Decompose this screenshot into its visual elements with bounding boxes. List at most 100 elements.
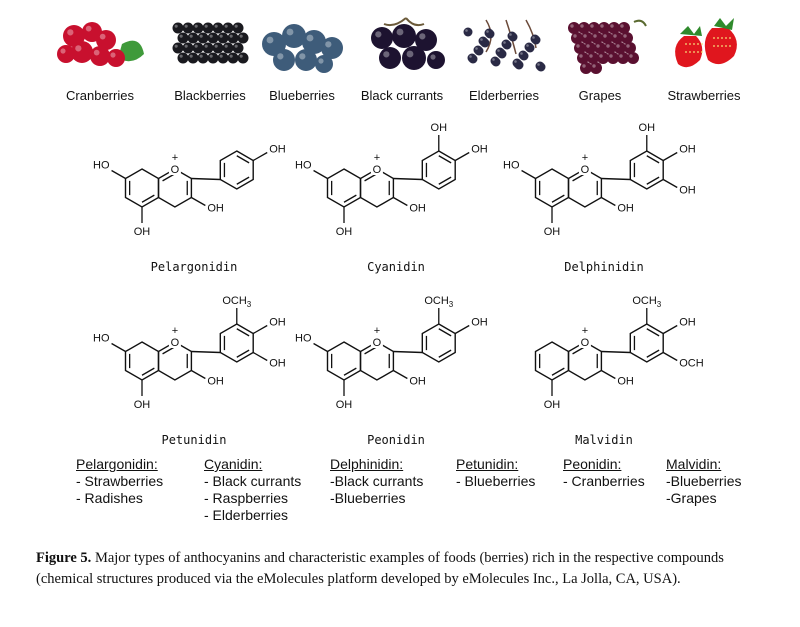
atom-label: HO bbox=[503, 160, 520, 172]
food-source-heading: Petunidin: bbox=[456, 456, 519, 472]
atom-label: O bbox=[373, 337, 382, 349]
atom-label: OCH3 bbox=[222, 295, 251, 309]
food-source-item: -Blueberries bbox=[330, 490, 406, 506]
food-source-item: - Strawberries bbox=[76, 473, 164, 489]
atom-label: HO bbox=[93, 160, 110, 172]
atom-label: OH bbox=[409, 203, 426, 215]
atom-label: OH bbox=[207, 376, 224, 388]
berry-label: Cranberries bbox=[66, 88, 134, 103]
atom-label: O bbox=[171, 337, 180, 349]
atom-label: + bbox=[582, 152, 588, 164]
food-source-column: Malvidin:-Blueberries-Grapes bbox=[666, 456, 741, 507]
atom-label: HO bbox=[295, 333, 312, 345]
molecule-name: Peonidin bbox=[367, 433, 425, 447]
atom-label: HO bbox=[93, 333, 110, 345]
black-currants-icon bbox=[371, 17, 445, 70]
atom-label: OH bbox=[471, 144, 488, 156]
atom-label: OH bbox=[639, 122, 656, 134]
atom-label: OH bbox=[617, 203, 634, 215]
berry-label: Elderberries bbox=[468, 88, 540, 103]
atom-label: HO bbox=[295, 160, 312, 172]
atom-label: OH bbox=[269, 317, 286, 329]
food-source-heading: Malvidin: bbox=[666, 456, 722, 472]
figure-caption-text: Major types of anthocyanins and characte… bbox=[36, 550, 724, 587]
food-source-item: -Grapes bbox=[666, 490, 717, 506]
food-source-item: -Blueberries bbox=[666, 473, 742, 489]
food-source-column: Peonidin:- Cranberries bbox=[563, 456, 645, 490]
atom-label: OH bbox=[679, 144, 696, 156]
figure-label: Figure 5. bbox=[36, 550, 92, 566]
molecule-name: Pelargonidin bbox=[150, 260, 238, 274]
atom-label: OH bbox=[409, 376, 426, 388]
molecule-name: Cyanidin bbox=[367, 260, 425, 274]
atom-label: OCH3 bbox=[424, 295, 453, 309]
blueberries-icon bbox=[262, 24, 343, 73]
berry-item: Black currants bbox=[350, 14, 454, 103]
berry-label: Blueberries bbox=[269, 88, 335, 103]
grapes-icon bbox=[568, 19, 647, 74]
atom-label: OH bbox=[134, 399, 151, 411]
food-source-heading: Pelargonidin: bbox=[76, 456, 158, 472]
berry-item: Cranberries bbox=[48, 14, 152, 103]
atom-label: + bbox=[374, 152, 380, 164]
atom-label: OCH3 bbox=[632, 295, 661, 309]
molecule-name: Petunidin bbox=[161, 433, 227, 447]
atom-label: + bbox=[172, 325, 178, 337]
atom-label: O bbox=[581, 337, 590, 349]
food-source-column: Cyanidin:- Black currants- Raspberries- … bbox=[204, 456, 301, 524]
atom-label: OH bbox=[336, 399, 353, 411]
food-source-item: -Black currants bbox=[330, 473, 424, 489]
atom-label: + bbox=[172, 152, 178, 164]
berry-item: Blackberries bbox=[158, 14, 262, 103]
atom-label: OH bbox=[617, 376, 634, 388]
atom-label: OH bbox=[431, 122, 448, 134]
atom-label: O bbox=[581, 164, 590, 176]
atom-label: + bbox=[582, 325, 588, 337]
berry-item: Strawberries bbox=[652, 14, 756, 103]
atom-label: OH bbox=[471, 317, 488, 329]
strawberries-icon bbox=[675, 18, 737, 68]
molecule-structure: O+ HO OH OH OH OH OH bbox=[503, 122, 696, 238]
berry-label: Black currants bbox=[360, 88, 444, 103]
berry-item: Elderberries bbox=[452, 14, 556, 103]
atom-label: OH bbox=[269, 144, 286, 156]
food-source-heading: Peonidin: bbox=[563, 456, 622, 472]
food-source-item: - Cranberries bbox=[563, 473, 645, 489]
atom-label: OH bbox=[544, 226, 561, 238]
food-source-item: - Blueberries bbox=[456, 473, 536, 489]
molecule-name: Delphinidin bbox=[564, 260, 644, 274]
atom-label: OH bbox=[269, 358, 286, 370]
food-source-heading: Delphinidin: bbox=[330, 456, 404, 472]
food-source-column: Delphinidin:-Black currants-Blueberries bbox=[330, 456, 423, 507]
atom-label: O bbox=[171, 164, 180, 176]
blackberries-icon bbox=[172, 22, 249, 64]
elderberries-icon bbox=[463, 19, 546, 72]
atom-label: OH bbox=[679, 185, 696, 197]
berry-label: Grapes bbox=[578, 88, 622, 103]
atom-label: OCH3 bbox=[679, 358, 704, 372]
atom-label: OH bbox=[336, 226, 353, 238]
berry-label: Strawberries bbox=[667, 88, 741, 103]
food-source-column: Petunidin:- Blueberries bbox=[456, 456, 535, 490]
berry-label: Blackberries bbox=[174, 88, 246, 103]
molecule-structure: O+OHOHOCH3OHOCH3 bbox=[534, 295, 704, 411]
food-source-heading: Cyanidin: bbox=[204, 456, 263, 472]
atom-label: OH bbox=[544, 399, 561, 411]
atom-label: OH bbox=[679, 317, 696, 329]
atom-label: + bbox=[374, 325, 380, 337]
food-source-item: - Elderberries bbox=[204, 507, 289, 523]
food-source-column: Pelargonidin:- Strawberries- Radishes bbox=[76, 456, 163, 507]
atom-label: OH bbox=[207, 203, 224, 215]
berry-item: Grapes bbox=[548, 14, 652, 103]
molecule-name: Malvidin bbox=[575, 433, 633, 447]
cranberries-icon bbox=[57, 22, 144, 67]
atom-label: OH bbox=[134, 226, 151, 238]
food-source-item: - Radishes bbox=[76, 490, 143, 506]
berry-item: Blueberries bbox=[250, 14, 354, 103]
food-source-item: - Raspberries bbox=[204, 490, 289, 506]
food-source-item: - Black currants bbox=[204, 473, 302, 489]
figure-caption: Figure 5. Major types of anthocyanins an… bbox=[36, 548, 766, 590]
